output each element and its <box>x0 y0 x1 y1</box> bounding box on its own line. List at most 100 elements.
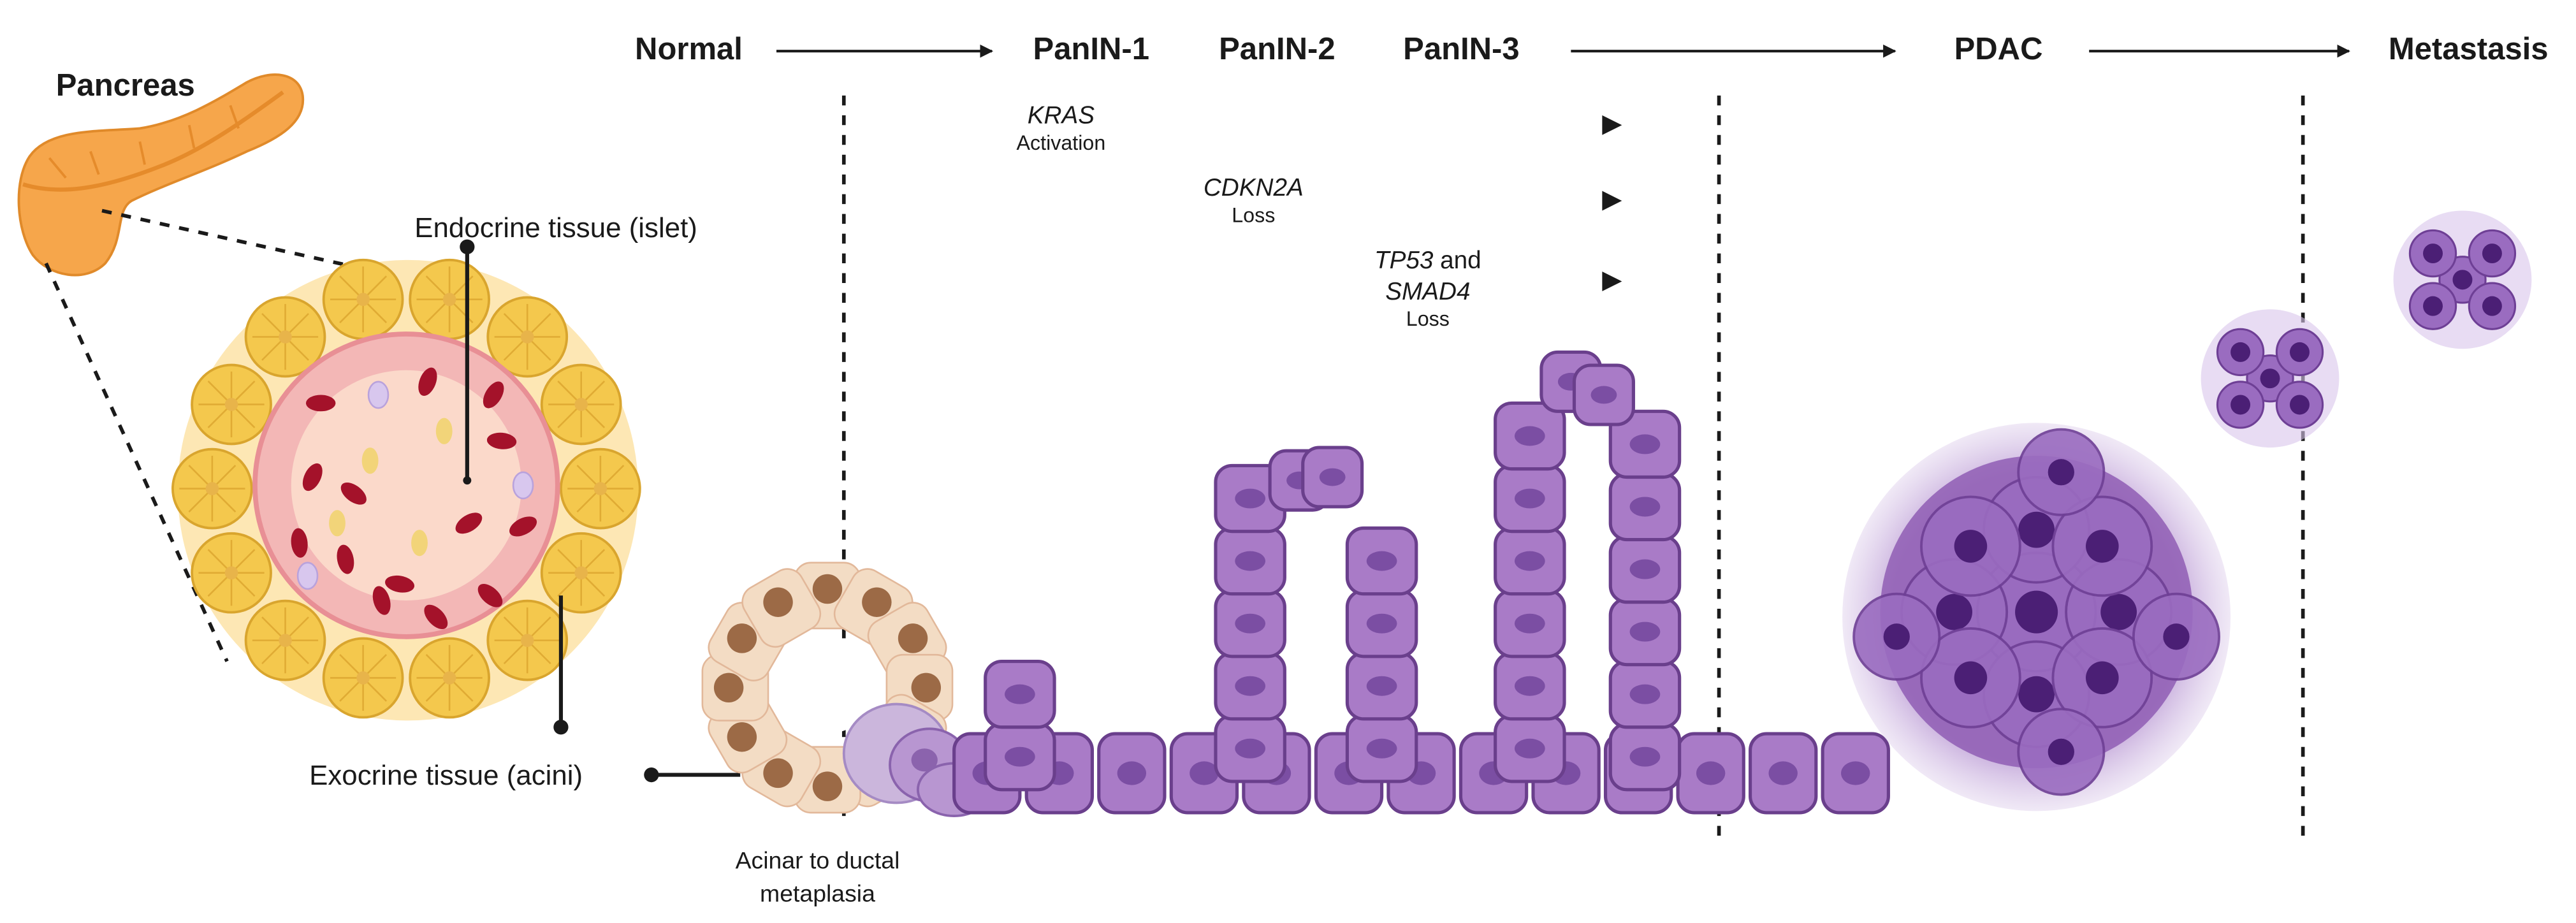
acinus-lumen <box>356 293 370 307</box>
gene-tp53-joiner: and <box>1433 247 1481 274</box>
caption-metaplasia-line2: metaplasia <box>760 880 875 906</box>
metastatic-nucleus <box>2290 395 2310 415</box>
blood-vessel <box>385 575 415 593</box>
ductal-nucleus <box>1366 676 1397 696</box>
stage-label-normal: Normal <box>635 32 743 66</box>
ductal-nucleus <box>1235 738 1265 759</box>
ductal-nucleus <box>1590 386 1617 404</box>
tumor-nucleus <box>2086 530 2119 563</box>
ductal-nucleus <box>1514 613 1545 634</box>
alpha-cell <box>361 447 379 474</box>
tumor-nucleus <box>2015 590 2058 634</box>
acinar-nucleus <box>727 623 757 653</box>
ductal-nucleus <box>1005 746 1035 767</box>
acinus-lumen <box>593 482 608 495</box>
acinar-nucleus <box>898 623 928 653</box>
blood-vessel <box>305 395 336 412</box>
acinus-lumen <box>574 398 588 411</box>
tumor-nucleus <box>1883 623 1910 650</box>
acinus-lumen <box>356 671 370 685</box>
ductal-nucleus <box>1235 676 1265 696</box>
kras-arrowhead <box>1602 115 1622 135</box>
blood-vessel <box>302 463 323 491</box>
tumor-nucleus <box>2018 511 2055 548</box>
delta-cell <box>296 562 319 590</box>
ductal-nucleus <box>1514 551 1545 571</box>
ductal-nucleus <box>1629 559 1661 579</box>
acinar-nucleus <box>713 672 744 703</box>
acinus-lumen <box>520 634 534 647</box>
zoom-line-bottom <box>44 262 229 662</box>
acinus-lumen <box>279 634 292 647</box>
ductal-nucleus <box>1768 761 1798 785</box>
ductal-nucleus <box>1235 613 1265 634</box>
panin-ductal-epithelium <box>952 350 1890 815</box>
alpha-cell <box>435 418 453 444</box>
ductal-nucleus <box>1366 738 1397 759</box>
alpha-cell <box>329 510 346 537</box>
tp53-arrowhead <box>1602 271 1622 291</box>
tumor-nucleus <box>2048 738 2074 766</box>
gene-smad4: SMAD4 <box>1385 278 1470 305</box>
tumor-nucleus <box>1936 593 1972 630</box>
leader-exocrine-dot <box>553 720 569 735</box>
acinus-lumen <box>520 330 534 344</box>
blood-vessel <box>340 482 367 505</box>
ductal-nucleus <box>1629 497 1661 517</box>
blood-vessel <box>337 544 354 574</box>
caption-metaplasia-line1: Acinar to ductal <box>736 847 900 874</box>
ductal-nucleus <box>1235 551 1265 571</box>
blood-vessel <box>483 381 504 409</box>
acinus-lumen <box>442 293 456 307</box>
metastatic-cell-clusters <box>2201 210 2532 448</box>
ductal-nucleus <box>1514 488 1545 509</box>
gene-kras-event: Activation <box>1016 131 1105 154</box>
ductal-nucleus <box>1514 738 1545 759</box>
acinus-lumen <box>442 671 456 685</box>
blood-vessel <box>477 584 503 607</box>
stage-label-pdac: PDAC <box>1954 32 2043 66</box>
stage-label-panin3: PanIN-3 <box>1403 32 1520 66</box>
gene-cdkn2a: CDKN2A <box>1204 174 1304 201</box>
gene-tp53-smad4-event: Loss <box>1406 307 1450 330</box>
delta-cell <box>512 471 534 500</box>
metastatic-nucleus <box>2452 270 2473 290</box>
cdkn2a-arrowhead <box>1602 191 1622 211</box>
acinus-lumen <box>279 330 292 344</box>
metastatic-nucleus <box>2290 342 2310 362</box>
tumor-nucleus <box>1954 661 1988 695</box>
metastatic-nucleus <box>2482 243 2502 264</box>
ductal-nucleus <box>1629 434 1661 454</box>
acinus-lumen <box>224 398 238 411</box>
ductal-nucleus <box>1366 613 1397 634</box>
acinar-nucleus <box>763 587 793 617</box>
metastatic-nucleus <box>2423 296 2443 316</box>
acinus-lumen <box>574 566 588 580</box>
acinar-nucleus <box>862 587 892 617</box>
tumor-nucleus <box>2048 459 2074 486</box>
metastatic-nucleus <box>2260 368 2280 389</box>
leader-exocrine-dot-2 <box>644 767 659 783</box>
ductal-nucleus <box>1005 684 1035 704</box>
acinar-nucleus <box>812 771 843 801</box>
acinus-lumen <box>224 566 238 580</box>
ductal-nucleus <box>1319 468 1346 486</box>
blood-vessel <box>424 604 448 629</box>
leader-endocrine-end <box>463 476 472 485</box>
acinar-ring-illustration <box>701 562 954 814</box>
organ-label-pancreas: Pancreas <box>56 68 195 103</box>
ductal-nucleus <box>1696 761 1726 785</box>
ductal-nucleus <box>1117 761 1147 785</box>
tumor-nucleus <box>2018 676 2055 713</box>
ductal-nucleus <box>1629 621 1661 642</box>
ductal-nucleus <box>1841 761 1870 785</box>
acini-ring <box>171 258 641 719</box>
alpha-cell <box>411 530 428 556</box>
ductal-nucleus <box>1629 746 1661 767</box>
stage-label-panin2: PanIN-2 <box>1219 32 1335 66</box>
blood-vessel <box>291 528 308 558</box>
tumor-nucleus <box>2100 593 2137 630</box>
metastatic-nucleus <box>2230 342 2251 362</box>
ductal-nucleus <box>1514 676 1545 696</box>
